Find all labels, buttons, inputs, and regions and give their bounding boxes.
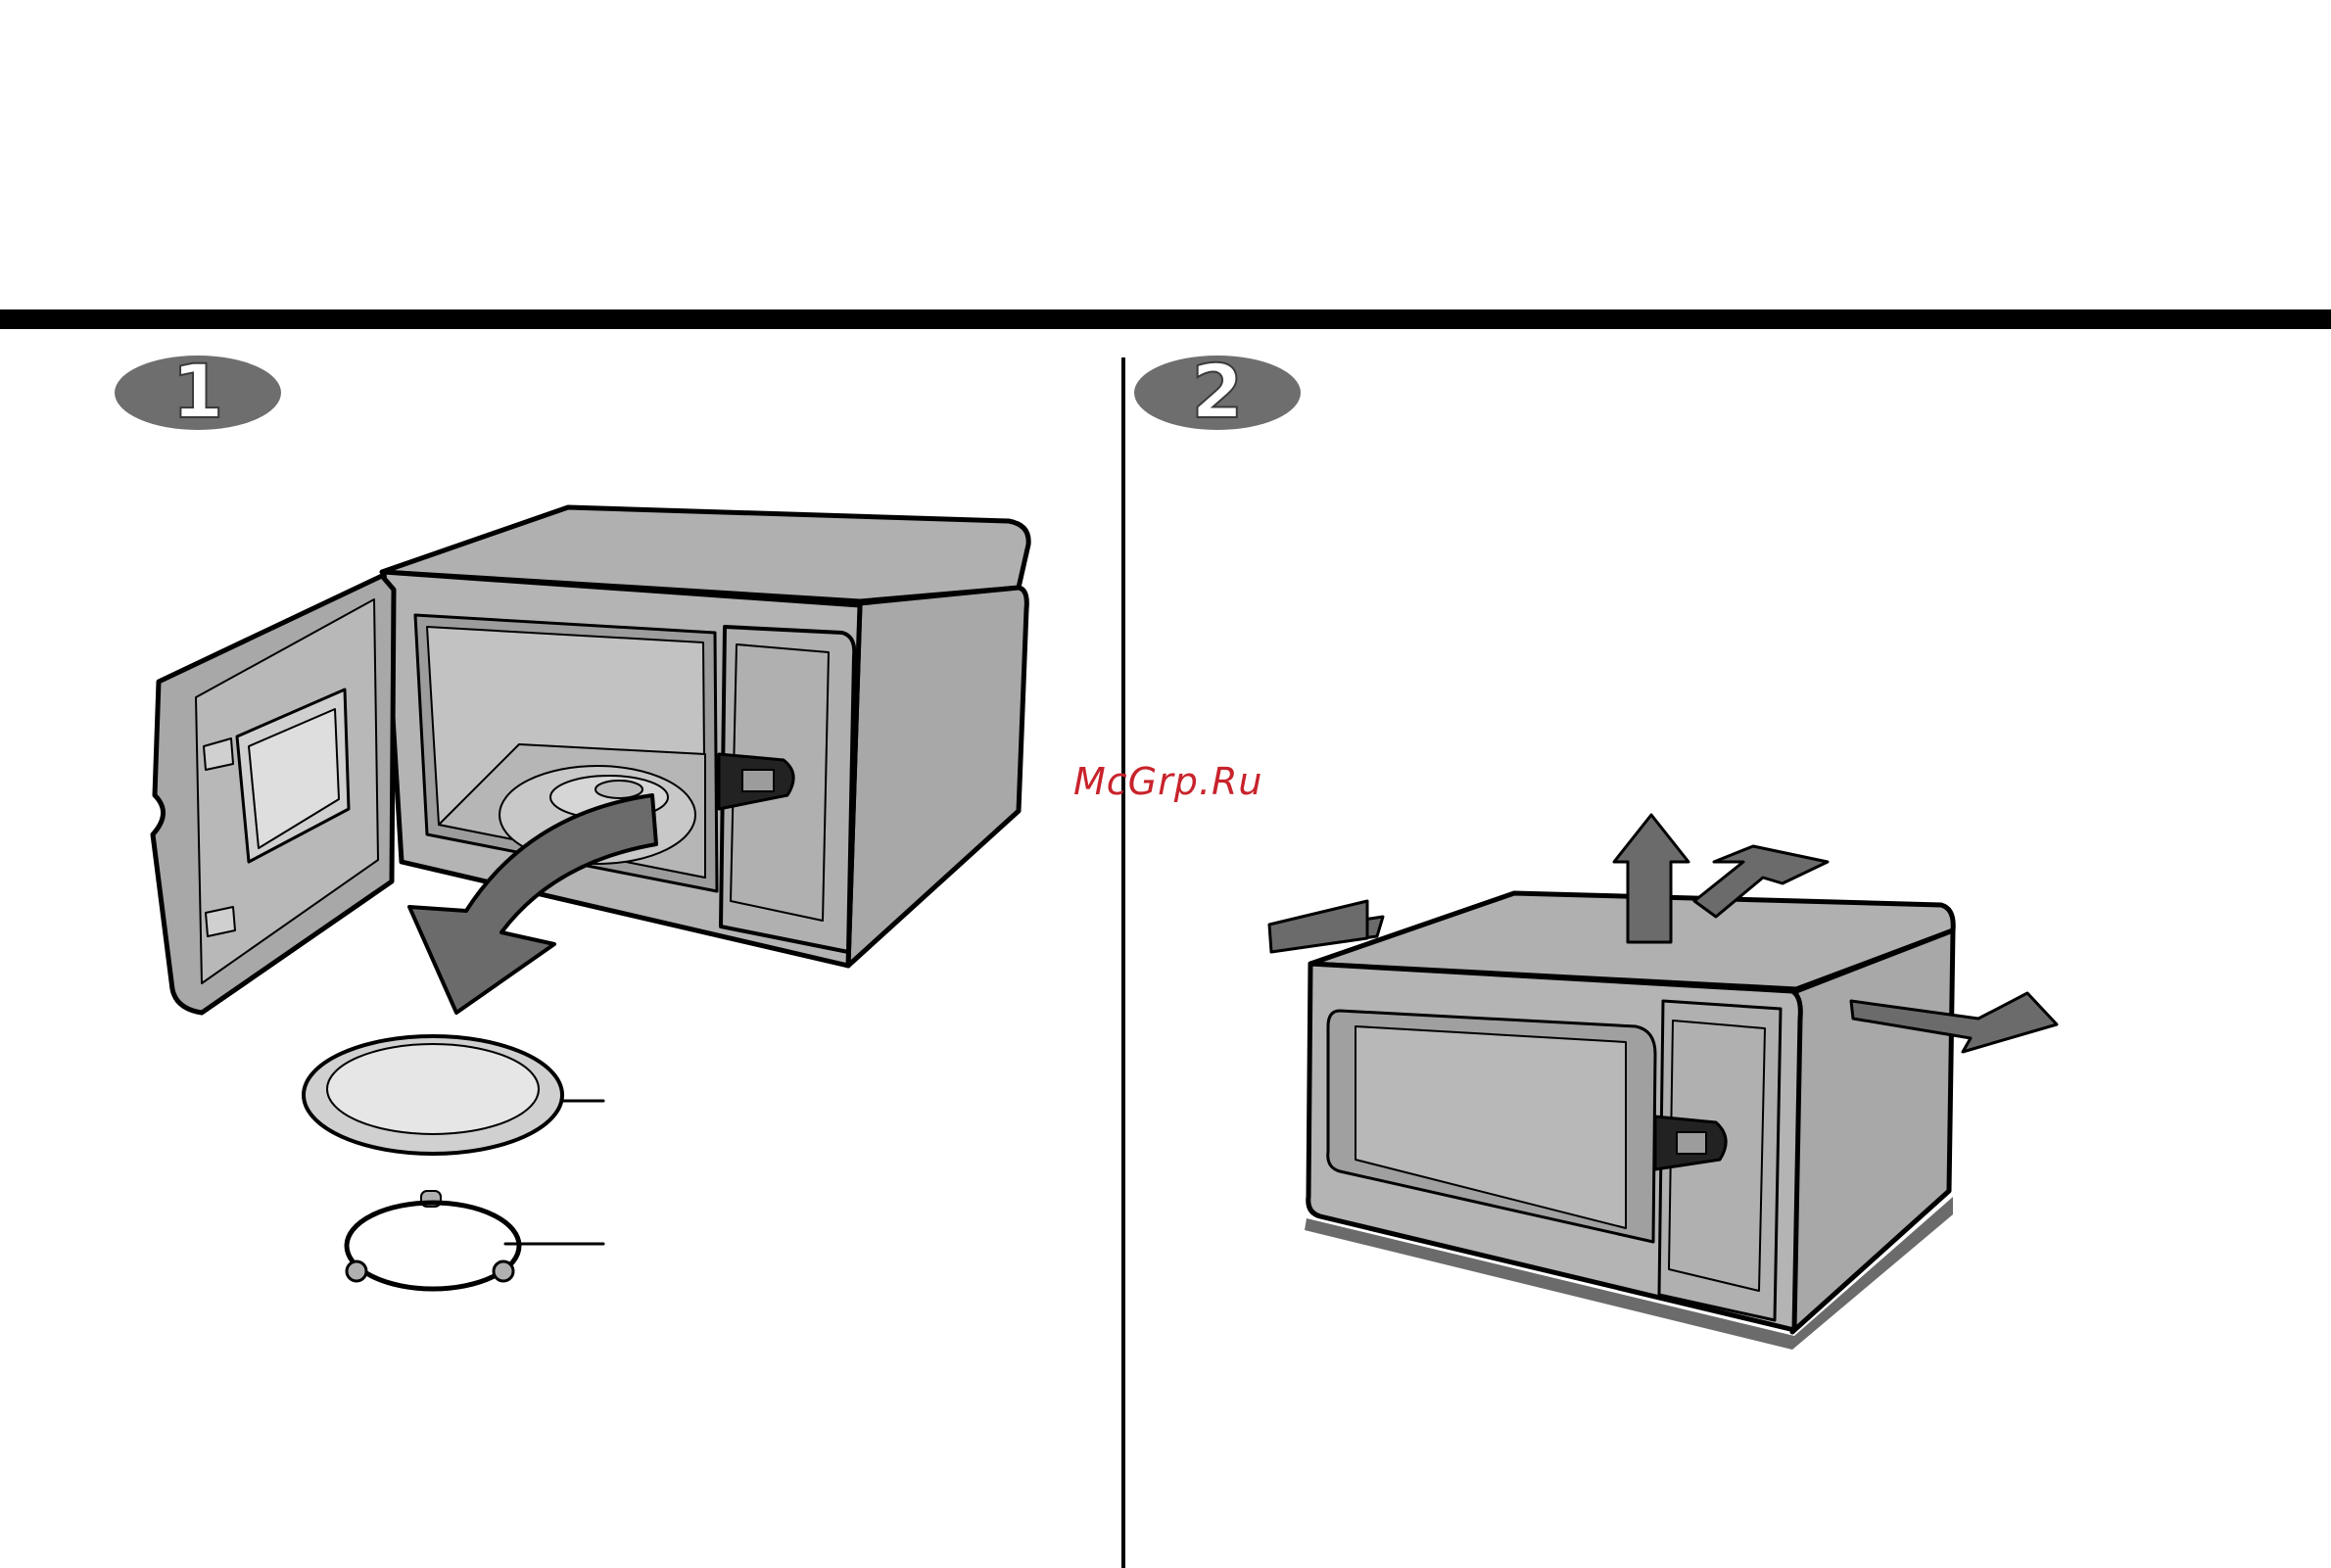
roller-ring bbox=[347, 1191, 603, 1289]
microwave-open-illustration bbox=[153, 507, 1028, 1013]
glass-tray bbox=[304, 1036, 603, 1154]
microwave-closed-illustration bbox=[1269, 815, 2057, 1350]
watermark: McGrp.Ru bbox=[1073, 760, 1262, 803]
